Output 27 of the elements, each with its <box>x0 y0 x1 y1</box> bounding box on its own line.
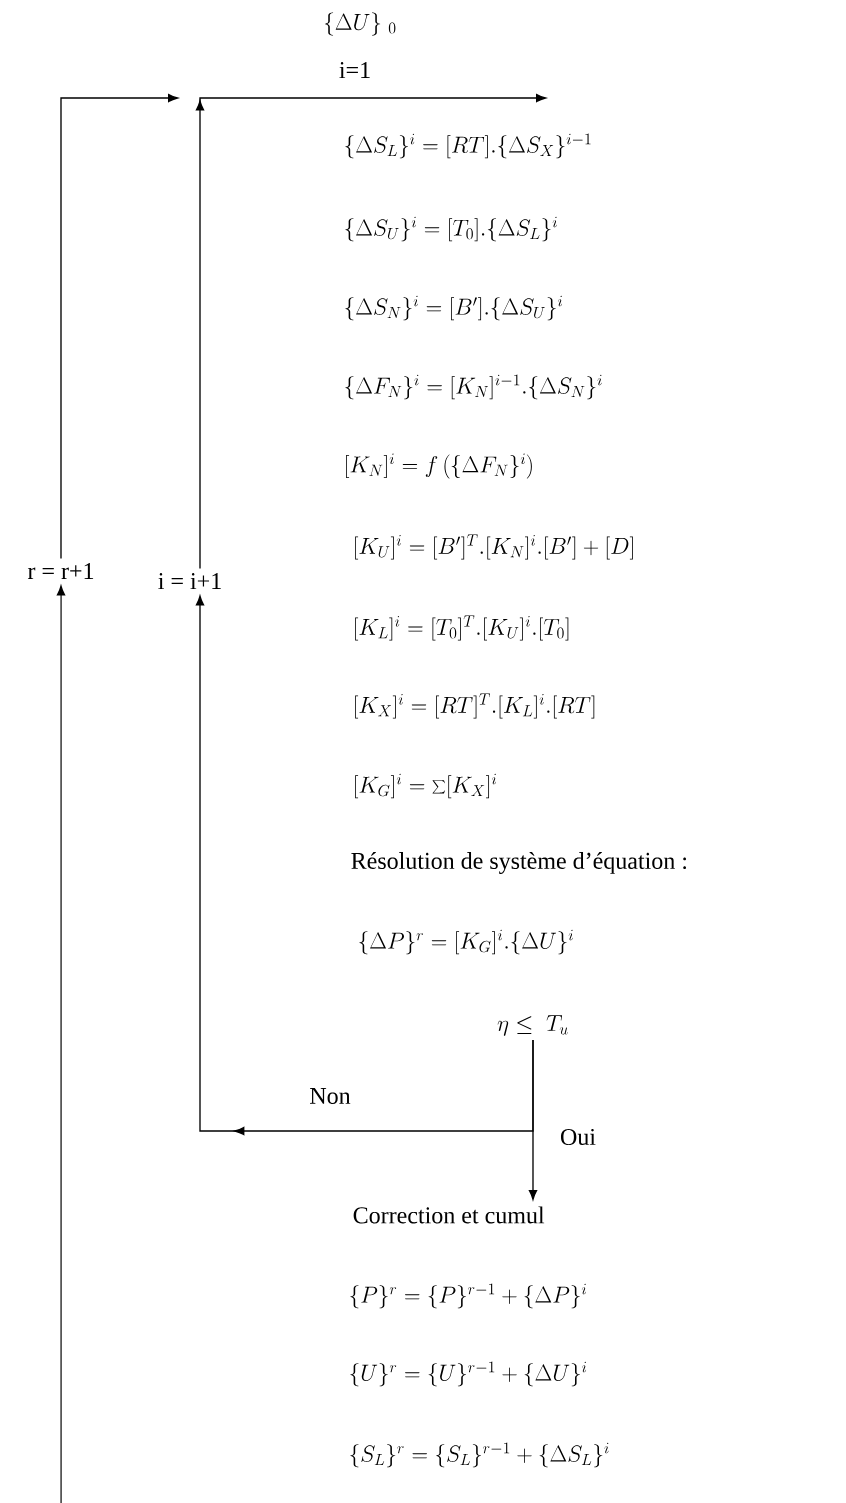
equation: $[K_U]^i = [B']^T.[K_N]^i.[B'] + [D]$ <box>355 534 633 560</box>
equation: $\{P\}^r = \{P\}^{r-1} + \{\Delta P\}^i$ <box>350 1283 586 1309</box>
equation: $[K_L]^i = [T_0]^T.[K_U]^i.[T_0]$ <box>355 615 569 641</box>
condition-formula: $\eta \leq\; T_u$ <box>497 1015 568 1036</box>
equation: $[K_N]^i = f\left(\{\Delta F_N\}^i\right)$ <box>346 453 532 479</box>
equation: $\{\Delta S_U\}^i = [T_0].\{\Delta S_L\}^i$ <box>345 216 557 242</box>
arrow <box>60 93 178 560</box>
equation: $[K_X]^i = [RT]^T.[K_L]^i.[RT]$ <box>355 693 595 719</box>
arrow <box>528 1039 538 1200</box>
equation: $\{\Delta F_N\}^i = [K_N]^{i-1}.\{\Delta S_N\}^i$ <box>345 374 602 400</box>
edge-label: Oui <box>558 1127 598 1147</box>
equation: $[K_G]^i = \sum [K_X]^i$ <box>355 773 496 799</box>
step-label: r = r+1 <box>27 563 94 579</box>
edge-label: Non <box>308 1086 352 1106</box>
equation: $\{\Delta S_N\}^i = [B'].\{\Delta S_U\}^i$ <box>345 295 562 321</box>
step-label: i = i+1 <box>158 573 221 589</box>
equation: $\{\Delta S_L\}^i = [RT].\{\Delta S_X\}^{i-1}$ <box>345 133 591 159</box>
equation: $\{U\}^r = \{U\}^{r-1} + \{\Delta U\}^i$ <box>350 1361 587 1387</box>
text-label: Résolution de système d’équation : <box>351 852 687 874</box>
arrow <box>56 585 66 1503</box>
equation: $\{\Delta U\}\;_{0}$ <box>324 12 396 36</box>
arrow <box>195 595 534 1136</box>
equation: $\{S_L\}^r = \{S_L\}^{r-1} + \{\Delta S_L\}^i$ <box>350 1442 609 1468</box>
text-label: i=1 <box>339 62 370 78</box>
step-heading: Correction et cumul <box>353 1206 545 1224</box>
equation: $\{\Delta P\}^r = [K_G]^i.\{\Delta U\}^i$ <box>359 929 573 955</box>
arrow <box>195 93 546 570</box>
